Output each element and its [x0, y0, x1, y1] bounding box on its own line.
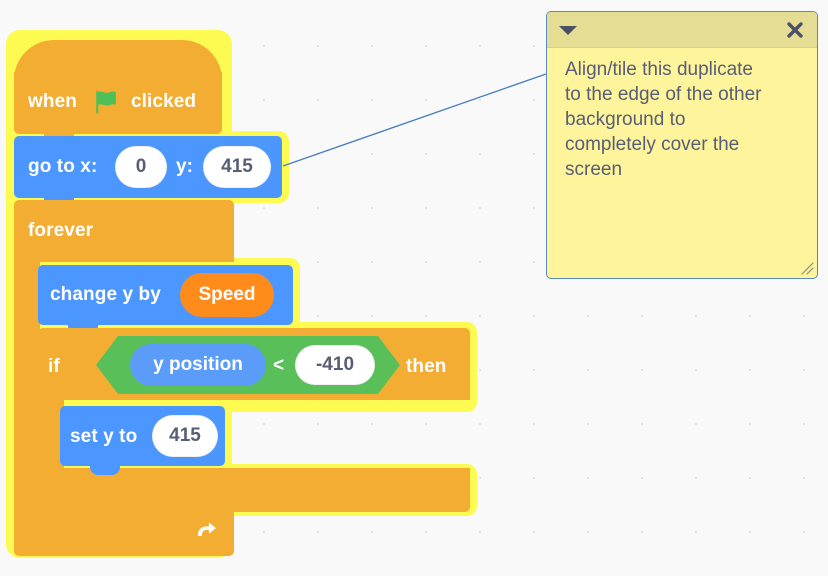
if-then-block-spine	[38, 394, 64, 474]
forever-block-spine	[14, 255, 40, 513]
when-flag-clicked-label-after: clicked	[131, 91, 197, 112]
comment-text-line: completely cover the	[565, 134, 740, 155]
go-to-xy-label-x: go to x:	[28, 156, 98, 177]
go-to-y-input[interactable]: 415	[203, 146, 271, 188]
if-label: if	[48, 356, 60, 377]
comment-text-line: background to	[565, 109, 686, 130]
go-to-xy-label-y: y:	[176, 156, 194, 177]
loop-arrow-icon	[197, 522, 216, 536]
forever-inner-notch	[70, 508, 100, 517]
comment-text-line: to the edge of the other	[565, 84, 762, 105]
set-y-to-label: set y to	[70, 426, 138, 447]
comment-text-line: Align/tile this duplicate	[565, 59, 753, 80]
when-flag-clicked-label-before: when	[28, 91, 77, 112]
green-flag-icon	[96, 90, 116, 114]
set-y-to-bottom-notch	[90, 466, 120, 475]
forever-label: forever	[28, 220, 94, 241]
close-icon[interactable]	[785, 20, 805, 40]
then-label: then	[406, 356, 447, 377]
y-position-reporter[interactable]: y position	[130, 344, 266, 386]
less-than-symbol: <	[273, 355, 285, 376]
comment-title-bar[interactable]	[547, 12, 817, 48]
comment-text[interactable]: Align/tile this duplicate to the edge of…	[547, 48, 817, 182]
chevron-down-icon[interactable]	[559, 26, 577, 35]
go-to-x-input[interactable]: 0	[115, 146, 167, 188]
forever-block-top[interactable]	[14, 200, 234, 262]
workspace-comment[interactable]: Align/tile this duplicate to the edge of…	[546, 11, 818, 279]
change-y-by-label: change y by	[50, 284, 161, 305]
speed-variable-reporter[interactable]: Speed	[180, 273, 274, 317]
set-y-to-input[interactable]: 415	[152, 415, 218, 457]
when-flag-clicked-block[interactable]	[14, 72, 222, 134]
less-than-right-input[interactable]: -410	[295, 345, 375, 385]
resize-handle-icon[interactable]	[800, 261, 814, 275]
forever-block-bottom[interactable]	[14, 508, 234, 556]
comment-text-line: screen	[565, 159, 623, 180]
